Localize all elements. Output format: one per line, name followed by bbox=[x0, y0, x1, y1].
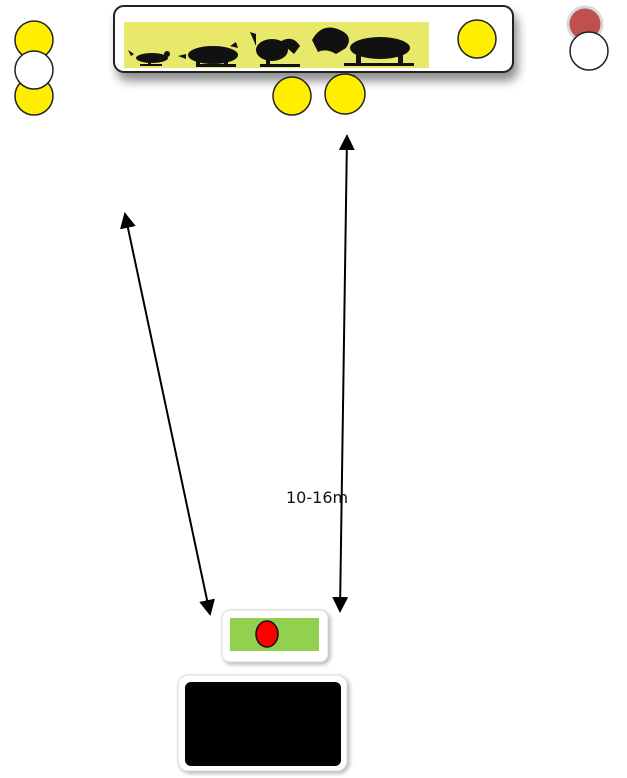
left-marker-stack bbox=[14, 20, 54, 116]
yellow-marker bbox=[324, 73, 366, 115]
turkey-silhouette-icon bbox=[250, 32, 300, 67]
shooter-position-dot bbox=[255, 620, 279, 648]
white-marker bbox=[14, 50, 54, 90]
chicken-silhouette-icon bbox=[128, 50, 170, 66]
distance-label: 10-16m bbox=[286, 488, 349, 507]
shooter-box-fill bbox=[185, 682, 341, 766]
ram-silhouette-icon bbox=[312, 27, 414, 66]
white-marker bbox=[569, 31, 609, 71]
distance-arrow-left bbox=[120, 212, 215, 616]
pig-silhouette-icon bbox=[178, 42, 238, 67]
yellow-marker bbox=[457, 19, 497, 59]
right-marker-stack bbox=[566, 5, 609, 71]
distance-arrow-right bbox=[332, 134, 355, 613]
yellow-marker bbox=[272, 76, 312, 116]
